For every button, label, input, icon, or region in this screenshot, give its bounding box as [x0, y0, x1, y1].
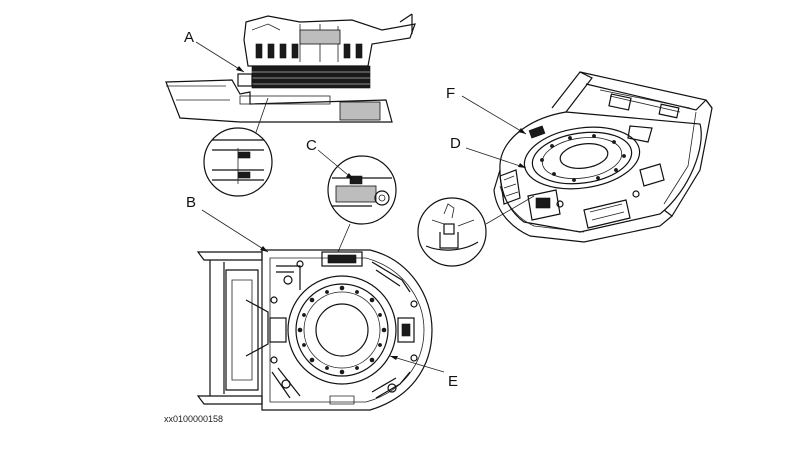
isometric-view-housing	[485, 71, 713, 243]
gear-teeth	[255, 43, 363, 59]
callout-c: C	[306, 137, 317, 154]
iso-bolt-circle	[540, 134, 626, 182]
callout-d: D	[450, 135, 461, 152]
leader-lines	[195, 41, 527, 373]
bolt-circle	[297, 285, 387, 375]
detail-circle-c	[327, 155, 397, 253]
plan-view-housing	[196, 249, 433, 411]
callout-a: A	[184, 29, 194, 46]
detail-circle-a	[203, 127, 273, 197]
callout-e: E	[448, 373, 458, 390]
side-view-assembly	[165, 13, 416, 139]
callout-f: F	[446, 85, 455, 102]
figure-id: xx0100000158	[164, 414, 223, 424]
callout-b: B	[186, 194, 196, 211]
detail-circle-d	[417, 197, 487, 267]
